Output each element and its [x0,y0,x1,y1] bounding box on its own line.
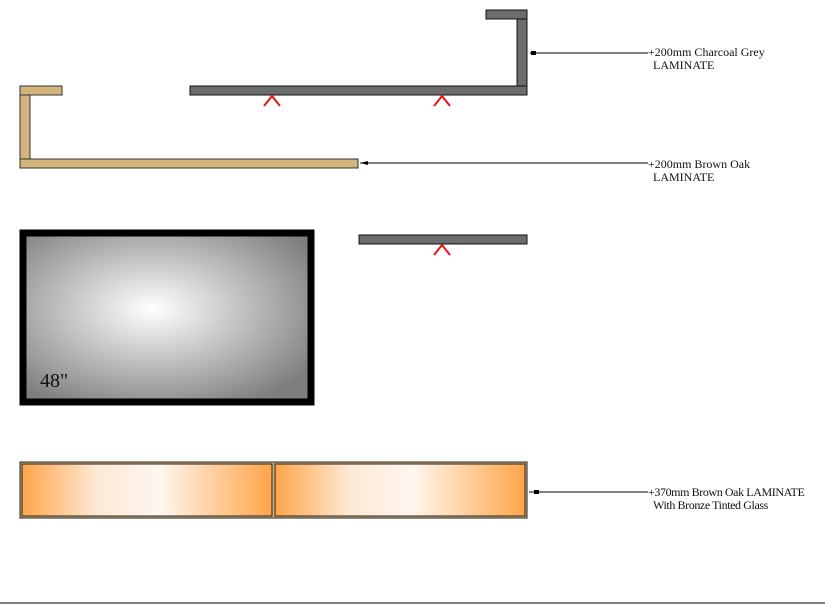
glass-label-line2: With Bronze Tinted Glass [653,498,768,512]
brown-oak-shelf-unit [19,85,359,169]
bracket-icon [263,94,451,256]
tv-size-label: 48" [40,370,69,392]
tv-screen [19,229,315,406]
charcoal-label-line1: +200mm Charcoal Grey [648,45,765,59]
charcoal-label: +200mm Charcoal Grey LAMINATE [648,46,765,72]
glass-cabinet [19,461,528,519]
oak-label-line1: +200mm Brown Oak [648,157,751,171]
glass-label-line1: +370mm Brown Oak LAMINATE [648,485,805,499]
glass-label: +370mm Brown Oak LAMINATE With Bronze Ti… [648,485,805,512]
oak-label: +200mm Brown Oak LAMINATE [648,158,750,184]
oak-label-line2: LAMINATE [653,170,715,184]
charcoal-label-line2: LAMINATE [653,58,715,72]
leader-lines [360,52,648,493]
charcoal-grey-shelf-unit [189,9,528,96]
charcoal-grey-small-shelf [358,234,528,245]
leader-arrow-icon [360,51,539,494]
